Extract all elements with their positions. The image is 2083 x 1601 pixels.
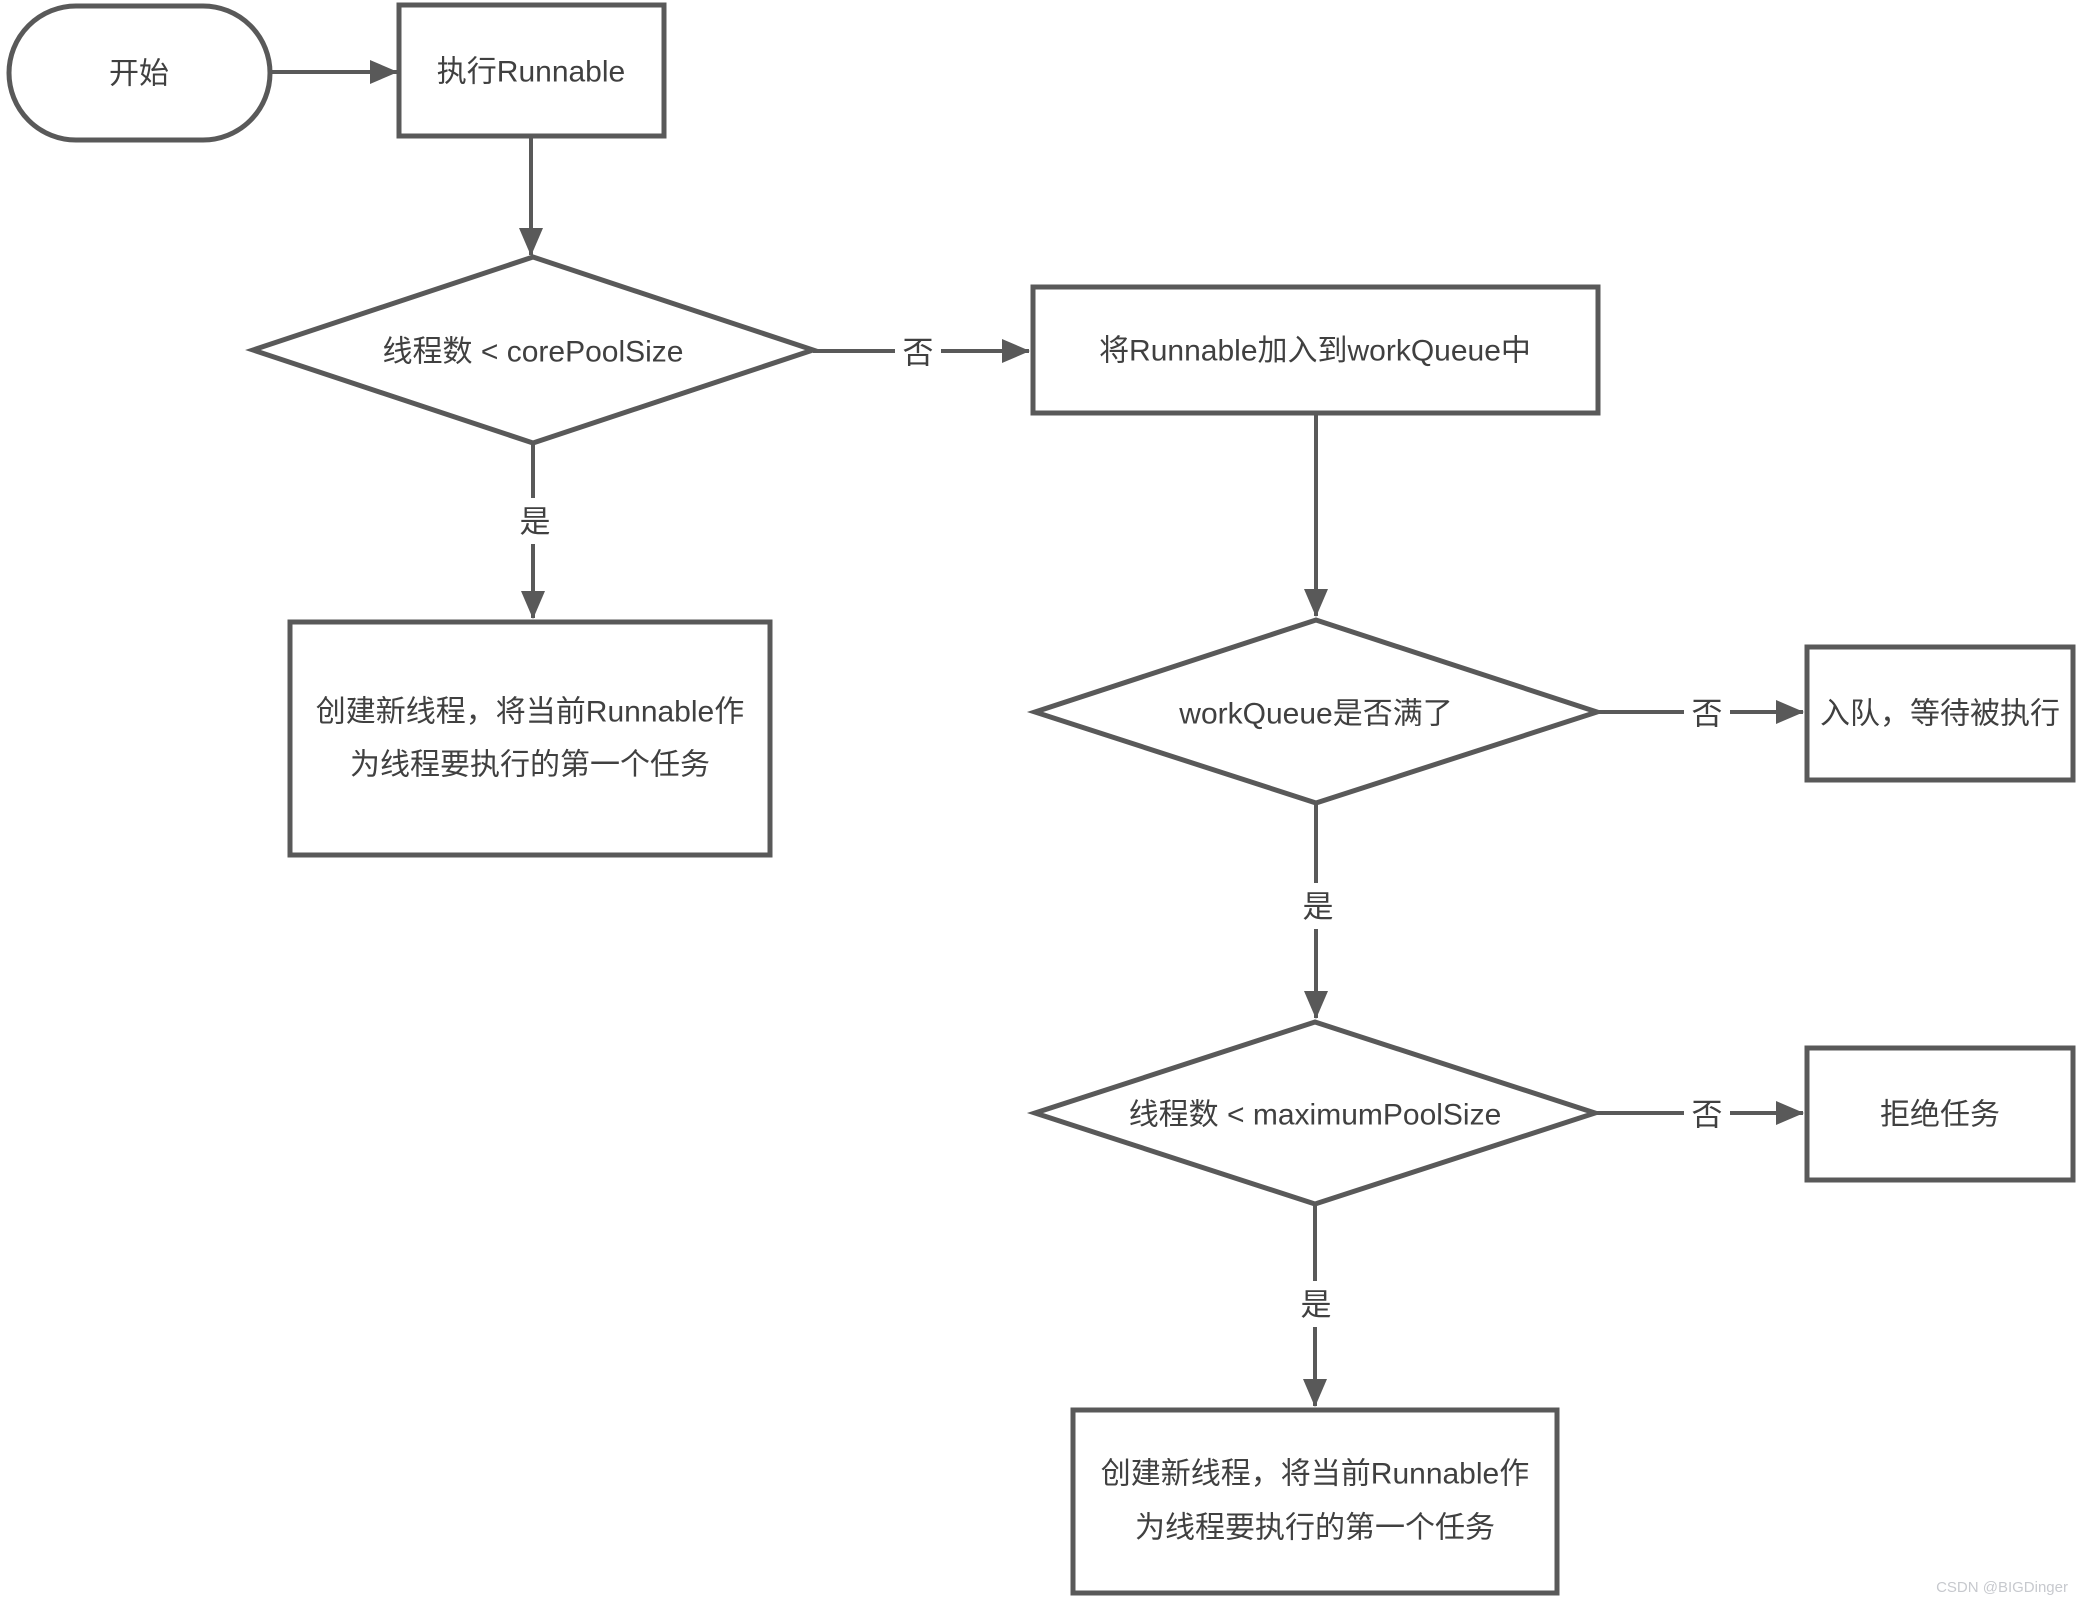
watermark-text: CSDN @BIGDinger bbox=[1936, 1579, 2068, 1596]
edge-label-no-3: 否 bbox=[1684, 1091, 1730, 1137]
edge-label-no-2: 否 bbox=[1684, 690, 1730, 736]
edge-label-text: 是 bbox=[1303, 890, 1334, 925]
process-shape bbox=[1804, 644, 2076, 783]
decision-diamond-shape bbox=[245, 254, 821, 446]
edge-label-yes-2: 是 bbox=[1295, 883, 1341, 929]
edge-label-no-1: 否 bbox=[895, 329, 941, 375]
edge-label-yes-1: 是 bbox=[512, 498, 558, 544]
start-label: 开始 bbox=[109, 58, 169, 91]
check-workqueue-full-label: workQueue是否满了 bbox=[1178, 698, 1452, 731]
process-shape bbox=[287, 619, 773, 858]
process-shape bbox=[1804, 1045, 2076, 1183]
node-enqueue-wait: 入队，等待被执行 bbox=[1804, 644, 2076, 783]
decision-diamond-shape bbox=[1026, 1019, 1604, 1207]
node-check-workqueue-full: workQueue是否满了 bbox=[1026, 617, 1606, 806]
node-start: 开始 bbox=[6, 3, 273, 143]
reject-task-label: 拒绝任务 bbox=[1880, 1099, 2000, 1132]
check-corepoolsize-label: 线程数 < corePoolSize bbox=[383, 336, 684, 369]
node-create-thread-max: 创建新线程，将当前Runnable作 为线程要执行的第一个任务 bbox=[1070, 1407, 1560, 1596]
start-terminator-shape bbox=[6, 3, 273, 143]
node-check-corepoolsize: 线程数 < corePoolSize bbox=[245, 254, 821, 446]
edge-label-yes-3: 是 bbox=[1293, 1281, 1339, 1327]
create-thread-core-label-line2: 为线程要执行的第一个任务 bbox=[350, 749, 710, 782]
edge-label-bg bbox=[1295, 883, 1341, 929]
edge-label-text: 否 bbox=[903, 336, 934, 371]
process-shape bbox=[396, 2, 667, 139]
edge-label-bg bbox=[1684, 1091, 1730, 1137]
enqueue-wait-label: 入队，等待被执行 bbox=[1820, 698, 2060, 731]
edge-label-text: 否 bbox=[1692, 1098, 1723, 1133]
edge-label-text: 是 bbox=[1301, 1288, 1332, 1323]
create-thread-max-label-line2: 为线程要执行的第一个任务 bbox=[1135, 1512, 1495, 1545]
check-maximumpoolsize-label: 线程数 < maximumPoolSize bbox=[1129, 1099, 1502, 1132]
edge-label-text: 是 bbox=[520, 505, 551, 540]
process-shape bbox=[1030, 284, 1601, 416]
create-thread-max-label-line1: 创建新线程，将当前Runnable作 bbox=[1101, 1458, 1529, 1491]
node-run-runnable: 执行Runnable bbox=[396, 2, 667, 139]
edge-labels: 否 是 否 是 否 是 bbox=[512, 329, 1730, 1327]
node-check-maximumpoolsize: 线程数 < maximumPoolSize bbox=[1026, 1019, 1604, 1207]
node-create-thread-core: 创建新线程，将当前Runnable作 为线程要执行的第一个任务 bbox=[287, 619, 773, 858]
run-runnable-label: 执行Runnable bbox=[437, 56, 625, 89]
edge-label-bg bbox=[1684, 690, 1730, 736]
add-to-workqueue-label: 将Runnable加入到workQueue中 bbox=[1099, 335, 1531, 368]
edge-label-text: 否 bbox=[1692, 697, 1723, 732]
edge-label-bg bbox=[512, 498, 558, 544]
node-add-to-workqueue: 将Runnable加入到workQueue中 bbox=[1030, 284, 1601, 416]
edge-label-bg bbox=[1293, 1281, 1339, 1327]
decision-diamond-shape bbox=[1026, 617, 1606, 806]
process-shape bbox=[1070, 1407, 1560, 1596]
create-thread-core-label-line1: 创建新线程，将当前Runnable作 bbox=[316, 696, 744, 729]
edge-label-bg bbox=[895, 329, 941, 375]
node-reject-task: 拒绝任务 bbox=[1804, 1045, 2076, 1183]
